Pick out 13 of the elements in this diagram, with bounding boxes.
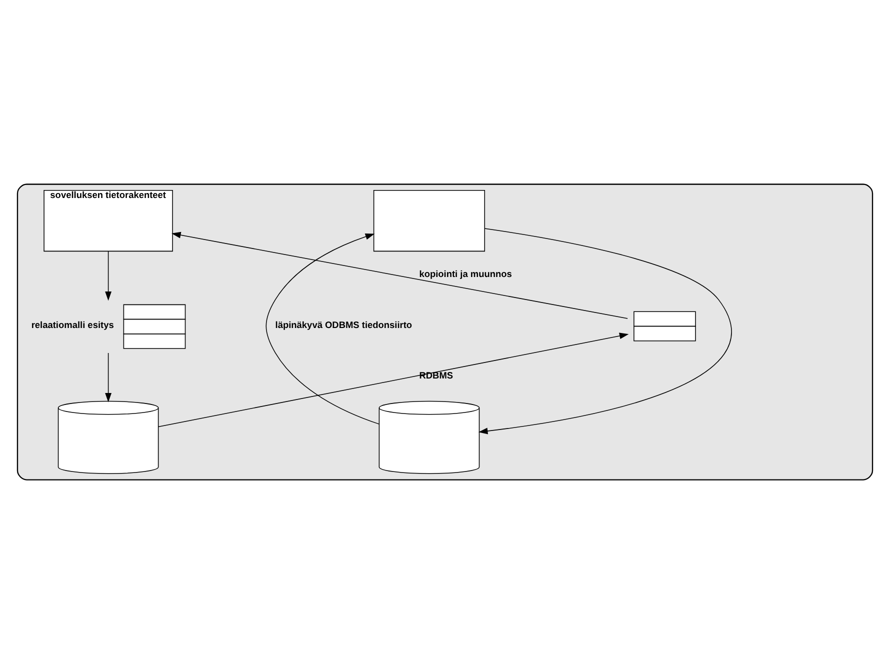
cluster [16, 184, 874, 480]
arrow [158, 332, 629, 428]
node-box: sovelluksen tietorakenteet [44, 190, 173, 252]
edge-label: kopiointi ja muunnos [419, 269, 512, 280]
node-label: relaatiomalli esitys [31, 320, 114, 330]
edge-label: läpinäkyvä ODBMS tiedonsiirto [275, 320, 412, 330]
arrow [105, 352, 112, 402]
arrow [266, 234, 380, 424]
arrow [105, 250, 112, 301]
arrow [478, 228, 732, 434]
edge-label: RDBMS [419, 370, 454, 381]
arrow [172, 232, 628, 319]
node-box [373, 190, 486, 252]
